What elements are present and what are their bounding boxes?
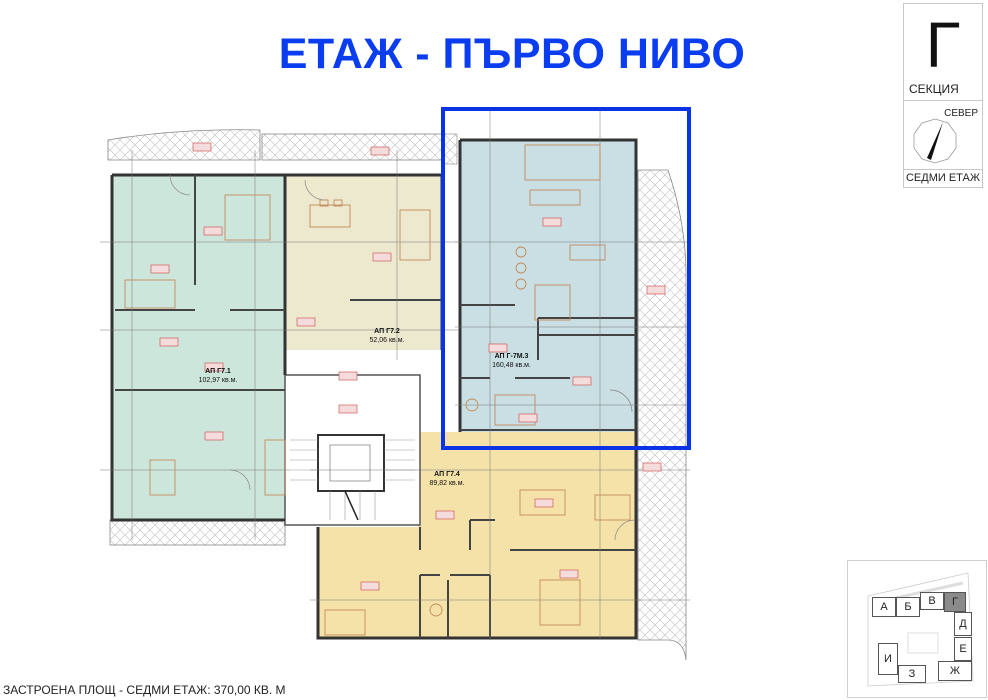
north-label: СЕВЕР bbox=[944, 108, 978, 119]
building-e[interactable]: Е bbox=[954, 637, 972, 661]
selected-apartment-highlight bbox=[441, 107, 691, 450]
compass-icon bbox=[913, 118, 957, 164]
building-d[interactable]: Д bbox=[954, 612, 972, 636]
building-z[interactable]: З bbox=[898, 665, 926, 683]
divider bbox=[904, 169, 982, 170]
built-area-footer: ЗАСТРОЕНА ПЛОЩ - СЕДМИ ЕТАЖ: 370,00 КВ. … bbox=[3, 683, 286, 697]
building-i[interactable]: И bbox=[878, 643, 898, 675]
apartment-label-g7m-3[interactable]: АП Г-7М.3 160,48 кв.м. bbox=[492, 353, 531, 369]
section-legend: Г СЕКЦИЯ СЕВЕР СЕДМИ ЕТАЖ bbox=[903, 3, 983, 188]
building-g[interactable]: Г bbox=[944, 592, 966, 612]
page-title: ЕТАЖ - ПЪРВО НИВО bbox=[278, 30, 746, 78]
divider bbox=[904, 100, 982, 101]
section-letter: Г bbox=[925, 9, 961, 81]
building-v[interactable]: В bbox=[920, 592, 944, 610]
building-a[interactable]: А bbox=[872, 597, 896, 617]
apartment-label-g7-1[interactable]: АП Г7.1 102,97 кв.м. bbox=[198, 368, 238, 384]
apartment-label-g7-2[interactable]: АП Г7.2 52,06 кв.м. bbox=[369, 328, 405, 344]
building-zh[interactable]: Ж bbox=[938, 661, 972, 681]
apartment-label-g7-4[interactable]: АП Г7.4 89,82 кв.м. bbox=[429, 471, 465, 487]
site-key-map: А Б В Г Д Е Ж З И bbox=[847, 560, 987, 698]
building-b[interactable]: Б bbox=[896, 597, 920, 617]
floor-label: СЕДМИ ЕТАЖ bbox=[905, 172, 981, 184]
section-label: СЕКЦИЯ bbox=[909, 82, 959, 96]
